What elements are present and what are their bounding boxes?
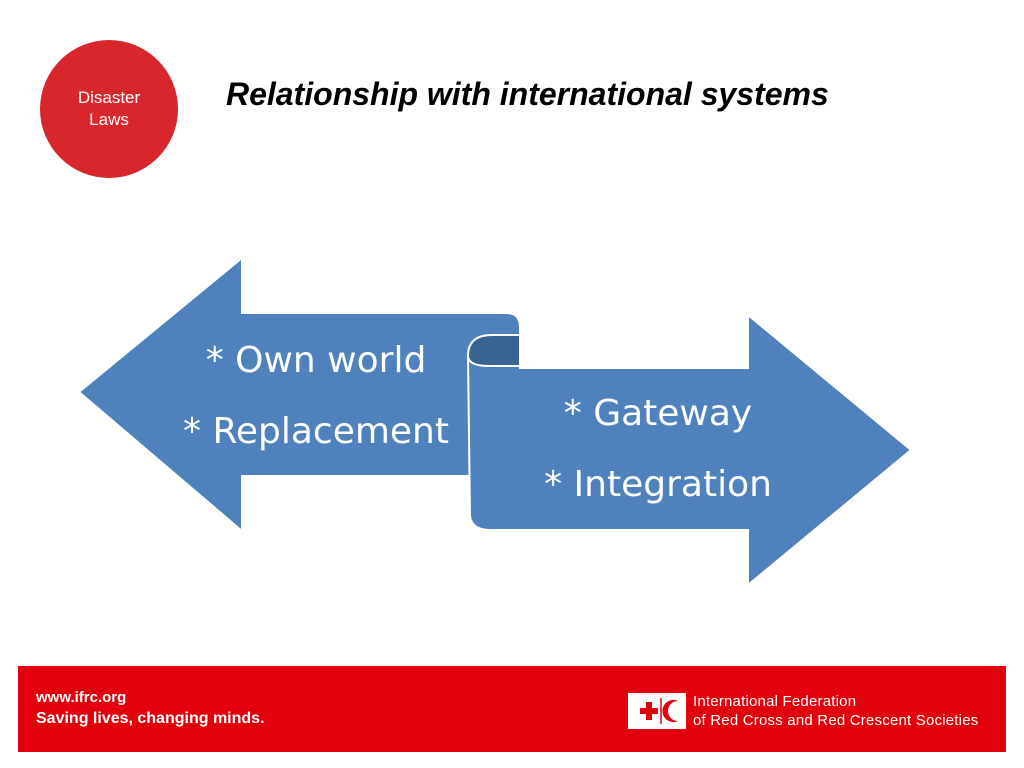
footer-url-link[interactable]: www.ifrc.org — [36, 689, 127, 706]
badge-line-1: Disaster — [77, 88, 141, 107]
slide-title: Relationship with international systems — [226, 76, 829, 112]
left-arrow-item-own-world: * Own world — [206, 340, 427, 381]
org-name-line-1: International Federation — [693, 693, 857, 710]
red-cross-red-crescent-icon — [628, 693, 686, 729]
scroll-fold — [466, 334, 521, 367]
org-name-line-2: of Red Cross and Red Crescent Societies — [693, 712, 979, 729]
left-arrow-item-replacement: * Replacement — [183, 411, 449, 452]
disaster-laws-badge: Disaster Laws — [40, 40, 178, 178]
right-arrow-item-integration: * Integration — [544, 464, 772, 505]
left-arrow — [77, 255, 521, 534]
double-arrow-diagram: * Own world * Replacement * Gateway * In… — [77, 255, 913, 588]
right-arrow-item-gateway: * Gateway — [564, 393, 752, 434]
badge-line-2: Laws — [89, 110, 129, 129]
footer-bar: www.ifrc.org Saving lives, changing mind… — [18, 666, 1006, 752]
footer-slogan: Saving lives, changing minds. — [36, 710, 265, 727]
right-arrow — [466, 312, 913, 588]
